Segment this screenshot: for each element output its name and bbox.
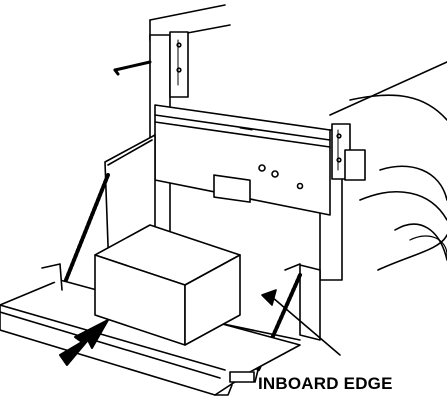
inboard-edge-pointer [261,289,341,356]
platform [0,263,301,396]
inboard-edge-label: INBOARD EDGE [258,374,393,393]
cross-beam [154,104,331,216]
direction-arrow [59,319,109,366]
handle-lever [113,60,152,76]
cargo-box [94,224,241,346]
left-chain [60,173,110,292]
truck-body [329,61,447,271]
